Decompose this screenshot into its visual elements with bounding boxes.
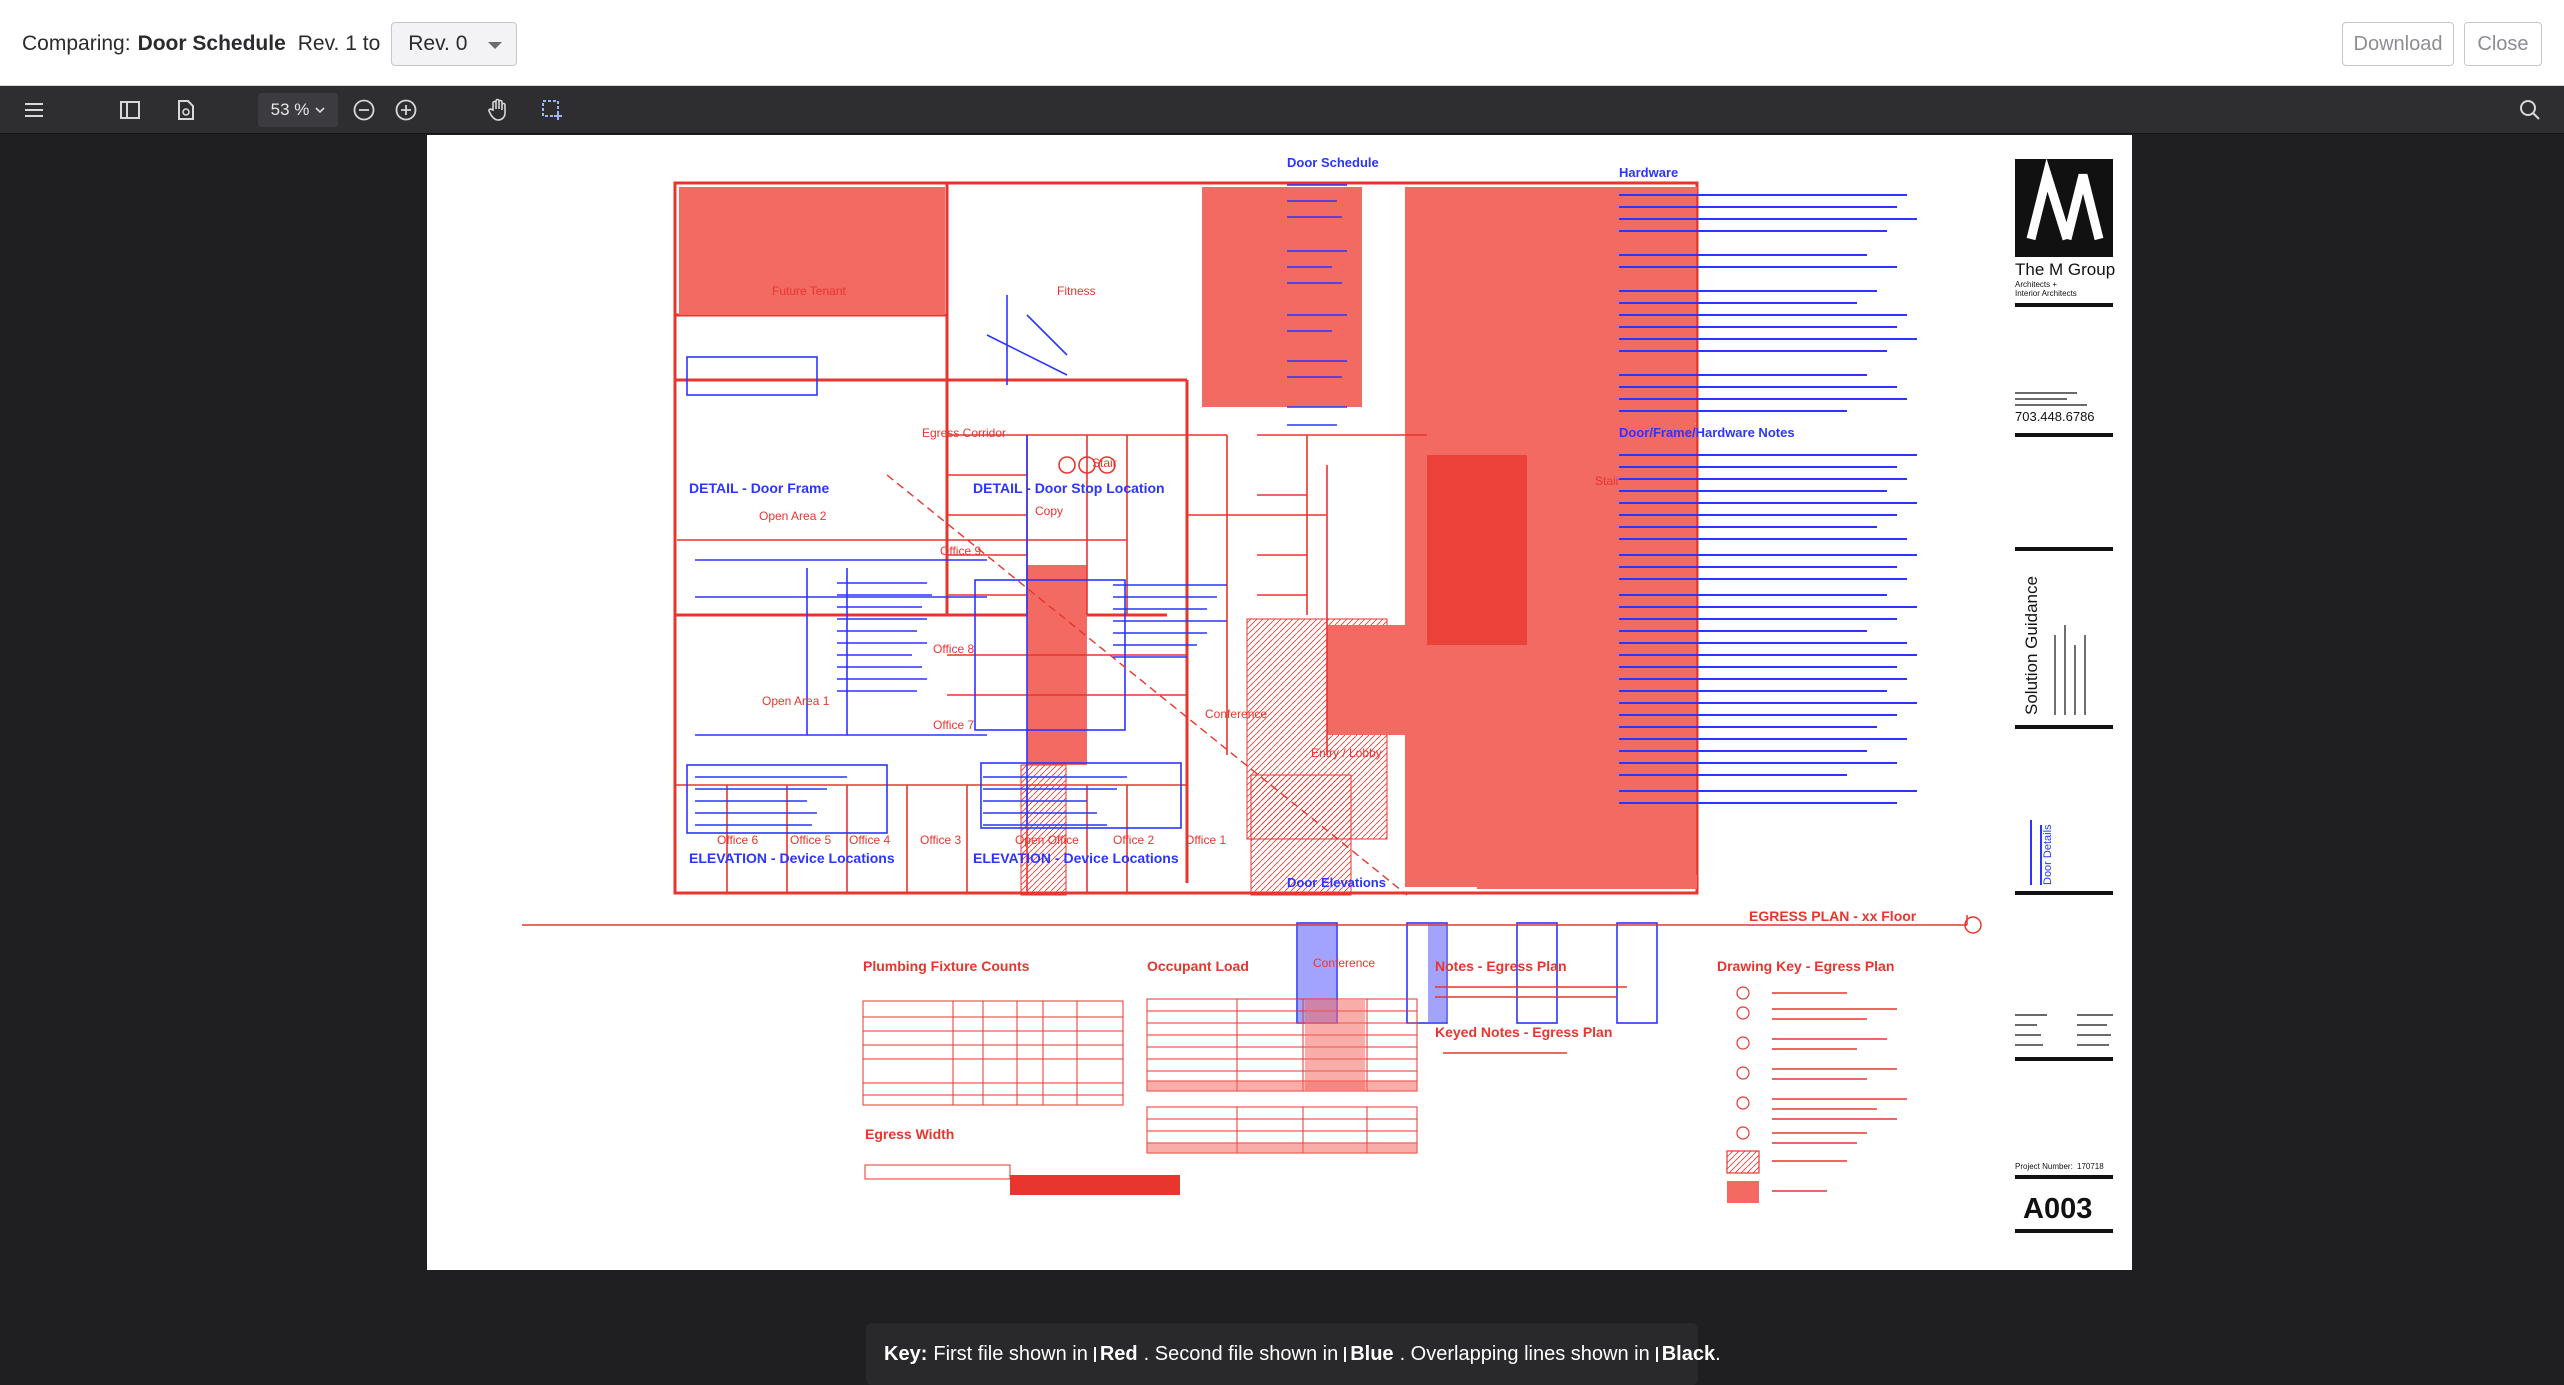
firm-phone: 703.448.6786 (2015, 409, 2095, 424)
detail-door-frame-title: DETAIL - Door Frame (689, 480, 829, 496)
conference-label: Conference (1205, 707, 1267, 721)
page-thumbnail-icon[interactable] (170, 94, 202, 126)
chevron-down-icon (315, 106, 325, 113)
compare-title: Comparing: Door Schedule Rev. 1 to Rev. … (22, 22, 518, 66)
office-6-label: Office 6 (717, 833, 758, 847)
stair-label: Stair (1092, 456, 1117, 470)
elevation-title-1: ELEVATION - Device Locations (689, 850, 895, 866)
door-schedule-area (1202, 187, 1362, 407)
key-red-label: Red (1099, 1342, 1138, 1365)
zoom-value: 53 % (270, 100, 310, 119)
search-icon[interactable] (2514, 94, 2546, 126)
fitness-space (792, 187, 945, 312)
entry-lobby-label: Entry / Lobby (1311, 746, 1382, 760)
egress-plan-title: EGRESS PLAN - xx Floor (1749, 908, 1917, 924)
door-frame-notes-title: Door/Frame/Hardware Notes (1619, 425, 1795, 440)
firm-sub-2: Interior Architects (2015, 289, 2077, 298)
future-tenant-label: Future Tenant (772, 284, 846, 298)
title-block: The M Group Architects + Interior Archit… (2015, 158, 2115, 1233)
compare-header: Comparing: Door Schedule Rev. 1 to Rev. … (0, 0, 2564, 86)
fitness-label: Fitness (1057, 284, 1096, 298)
office-3-label: Office 3 (920, 833, 961, 847)
firm-sub-1: Architects + (2015, 280, 2057, 289)
chevron-down-icon (488, 42, 503, 49)
drawing-key-title: Drawing Key - Egress Plan (1717, 958, 1894, 974)
egress-width-title: Egress Width (865, 1126, 954, 1142)
open-office-label: Open Office (1015, 833, 1079, 847)
keyed-notes-title: Keyed Notes - Egress Plan (1435, 1024, 1612, 1040)
zoom-out-icon[interactable] (348, 94, 380, 126)
menu-icon[interactable] (18, 94, 50, 126)
sheet-subtitle: Door Details (2042, 824, 2054, 885)
key-end: . (1715, 1342, 1721, 1365)
plumbing-title: Plumbing Fixture Counts (863, 958, 1030, 974)
zoom-select[interactable]: 53 % (258, 93, 338, 127)
occupant-load-title: Occupant Load (1147, 958, 1249, 974)
key-second-text: . Second file shown in (1143, 1342, 1339, 1365)
key-black-label: Black (1661, 1342, 1716, 1365)
firm-name: The M Group (2015, 260, 2115, 279)
drawing-page: Future Tenant Fitness Egress Corridor Op… (427, 135, 2132, 1270)
notes-egress-title: Notes - Egress Plan (1435, 958, 1567, 974)
key-overlap-text: . Overlapping lines shown in (1399, 1342, 1650, 1365)
conference-label-2: Conference (1313, 956, 1375, 970)
office-9-label: Office 9 (940, 544, 981, 558)
office-7-label: Office 7 (933, 718, 974, 732)
document-viewer[interactable]: Future Tenant Fitness Egress Corridor Op… (0, 135, 2564, 1385)
key-label: Key: (884, 1342, 928, 1365)
office-5-label: Office 5 (790, 833, 831, 847)
close-button[interactable]: Close (2464, 22, 2542, 66)
revision-select-value: Rev. 0 (408, 32, 468, 55)
viewer-toolbar: 53 % (0, 86, 2564, 134)
key-blue-label: Blue (1350, 1342, 1394, 1365)
comparison-key-legend: Key: First file shown in Red . Second fi… (866, 1323, 1721, 1385)
marquee-select-icon[interactable] (536, 94, 568, 126)
stair-label-2: Stair (1595, 474, 1620, 488)
office-2-label: Office 2 (1113, 833, 1154, 847)
pan-hand-icon[interactable] (482, 94, 514, 126)
door-schedule-title: Door Schedule (1287, 155, 1379, 170)
black-swatch (1655, 1346, 1658, 1362)
blue-swatch (1344, 1346, 1347, 1362)
copy-label: Copy (1035, 504, 1063, 518)
zoom-in-icon[interactable] (390, 94, 422, 126)
open-area-2-label: Open Area 2 (759, 509, 827, 523)
open-area-1-label: Open Area 1 (762, 694, 830, 708)
project-number-label: Project Number: (2015, 1162, 2073, 1171)
sheet-title: Solution Guidance (2022, 576, 2041, 715)
floor-plan-overlay: Future Tenant Fitness Egress Corridor Op… (522, 155, 2115, 1233)
detail-door-stop-title: DETAIL - Door Stop Location (973, 480, 1165, 496)
hardware-title: Hardware (1619, 165, 1678, 180)
sidebar-toggle-icon[interactable] (114, 94, 146, 126)
comparing-label: Comparing: (22, 32, 131, 55)
egress-corridor-label: Egress Corridor (922, 426, 1006, 440)
project-number: 170718 (2077, 1162, 2104, 1171)
download-button[interactable]: Download (2342, 22, 2454, 66)
red-swatch (1093, 1346, 1096, 1362)
door-elevations-title: Door Elevations (1287, 875, 1386, 890)
rev-from-label: Rev. 1 to (297, 32, 381, 55)
elevation-title-2: ELEVATION - Device Locations (973, 850, 1179, 866)
office-1-label: Office 1 (1185, 833, 1226, 847)
revision-select[interactable]: Rev. 0 (391, 22, 518, 66)
sheet-number: A003 (2023, 1193, 2092, 1225)
key-first-text: First file shown in (933, 1342, 1088, 1365)
file-name: Door Schedule (137, 32, 286, 55)
office-8-label: Office 8 (933, 642, 974, 656)
office-4-label: Office 4 (849, 833, 890, 847)
